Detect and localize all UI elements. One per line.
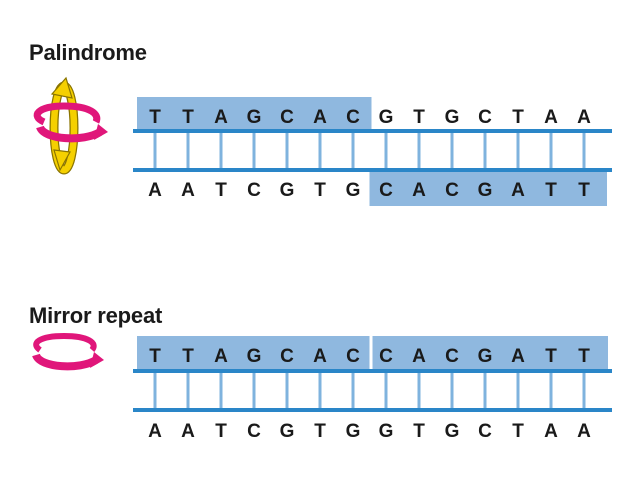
base-letter: A: [544, 421, 558, 442]
base-letter: A: [148, 180, 162, 201]
base-letter: C: [445, 346, 459, 367]
base-letter: C: [346, 107, 360, 128]
base-letter: T: [413, 107, 425, 128]
highlight-box: [137, 336, 370, 372]
base-letter: A: [511, 346, 525, 367]
highlight-box: [137, 97, 372, 133]
base-letter: A: [577, 421, 591, 442]
base-pair-rungs: [153, 131, 586, 170]
base-letter: C: [280, 346, 294, 367]
two-fold-rotation-icon: [33, 76, 108, 175]
base-letter: A: [412, 180, 426, 201]
base-letter: A: [214, 346, 228, 367]
base-letter: C: [478, 107, 492, 128]
base-letter: T: [149, 346, 161, 367]
base-letter: G: [478, 180, 493, 201]
base-letter: C: [280, 107, 294, 128]
base-letter: T: [512, 421, 524, 442]
base-letter: A: [181, 421, 195, 442]
base-letter: G: [346, 180, 361, 201]
base-letter: T: [512, 107, 524, 128]
base-letter: C: [247, 421, 261, 442]
base-letter: T: [314, 180, 326, 201]
base-letter: T: [182, 346, 194, 367]
base-letter: T: [182, 107, 194, 128]
base-letter: G: [445, 107, 460, 128]
base-letter: C: [445, 180, 459, 201]
base-letter: A: [313, 346, 327, 367]
base-letter: A: [313, 107, 327, 128]
base-letter: T: [314, 421, 326, 442]
palindrome-title: Palindrome: [29, 40, 147, 65]
base-letter: T: [578, 346, 590, 367]
base-letter: A: [214, 107, 228, 128]
highlight-box: [372, 336, 608, 372]
base-letter: C: [379, 180, 393, 201]
base-letter: G: [280, 180, 295, 201]
base-letter: A: [577, 107, 591, 128]
base-letter: G: [247, 346, 262, 367]
base-letter: A: [181, 180, 195, 201]
base-letter: A: [544, 107, 558, 128]
base-letter: G: [379, 421, 394, 442]
base-letter: G: [247, 107, 262, 128]
highlight-box: [369, 170, 607, 206]
base-letter: T: [578, 180, 590, 201]
base-letter: C: [346, 346, 360, 367]
base-letter: C: [379, 346, 393, 367]
backbone-lines: [133, 129, 612, 172]
base-letter: T: [413, 421, 425, 442]
base-letter: G: [379, 107, 394, 128]
base-letter: A: [412, 346, 426, 367]
base-letter: G: [346, 421, 361, 442]
base-letter: C: [247, 180, 261, 201]
base-letter: T: [215, 180, 227, 201]
base-letter: G: [445, 421, 460, 442]
base-letter: T: [149, 107, 161, 128]
base-pair-rungs: [153, 371, 586, 410]
base-letter: G: [478, 346, 493, 367]
mirror-repeat-title: Mirror repeat: [29, 303, 163, 328]
base-letter: A: [511, 180, 525, 201]
base-letter: C: [478, 421, 492, 442]
base-letter: A: [148, 421, 162, 442]
mirror-rotation-icon: [32, 332, 104, 371]
backbone-lines: [133, 369, 612, 412]
base-letter: T: [545, 346, 557, 367]
base-letter: T: [215, 421, 227, 442]
base-letter: T: [545, 180, 557, 201]
base-letter: G: [280, 421, 295, 442]
